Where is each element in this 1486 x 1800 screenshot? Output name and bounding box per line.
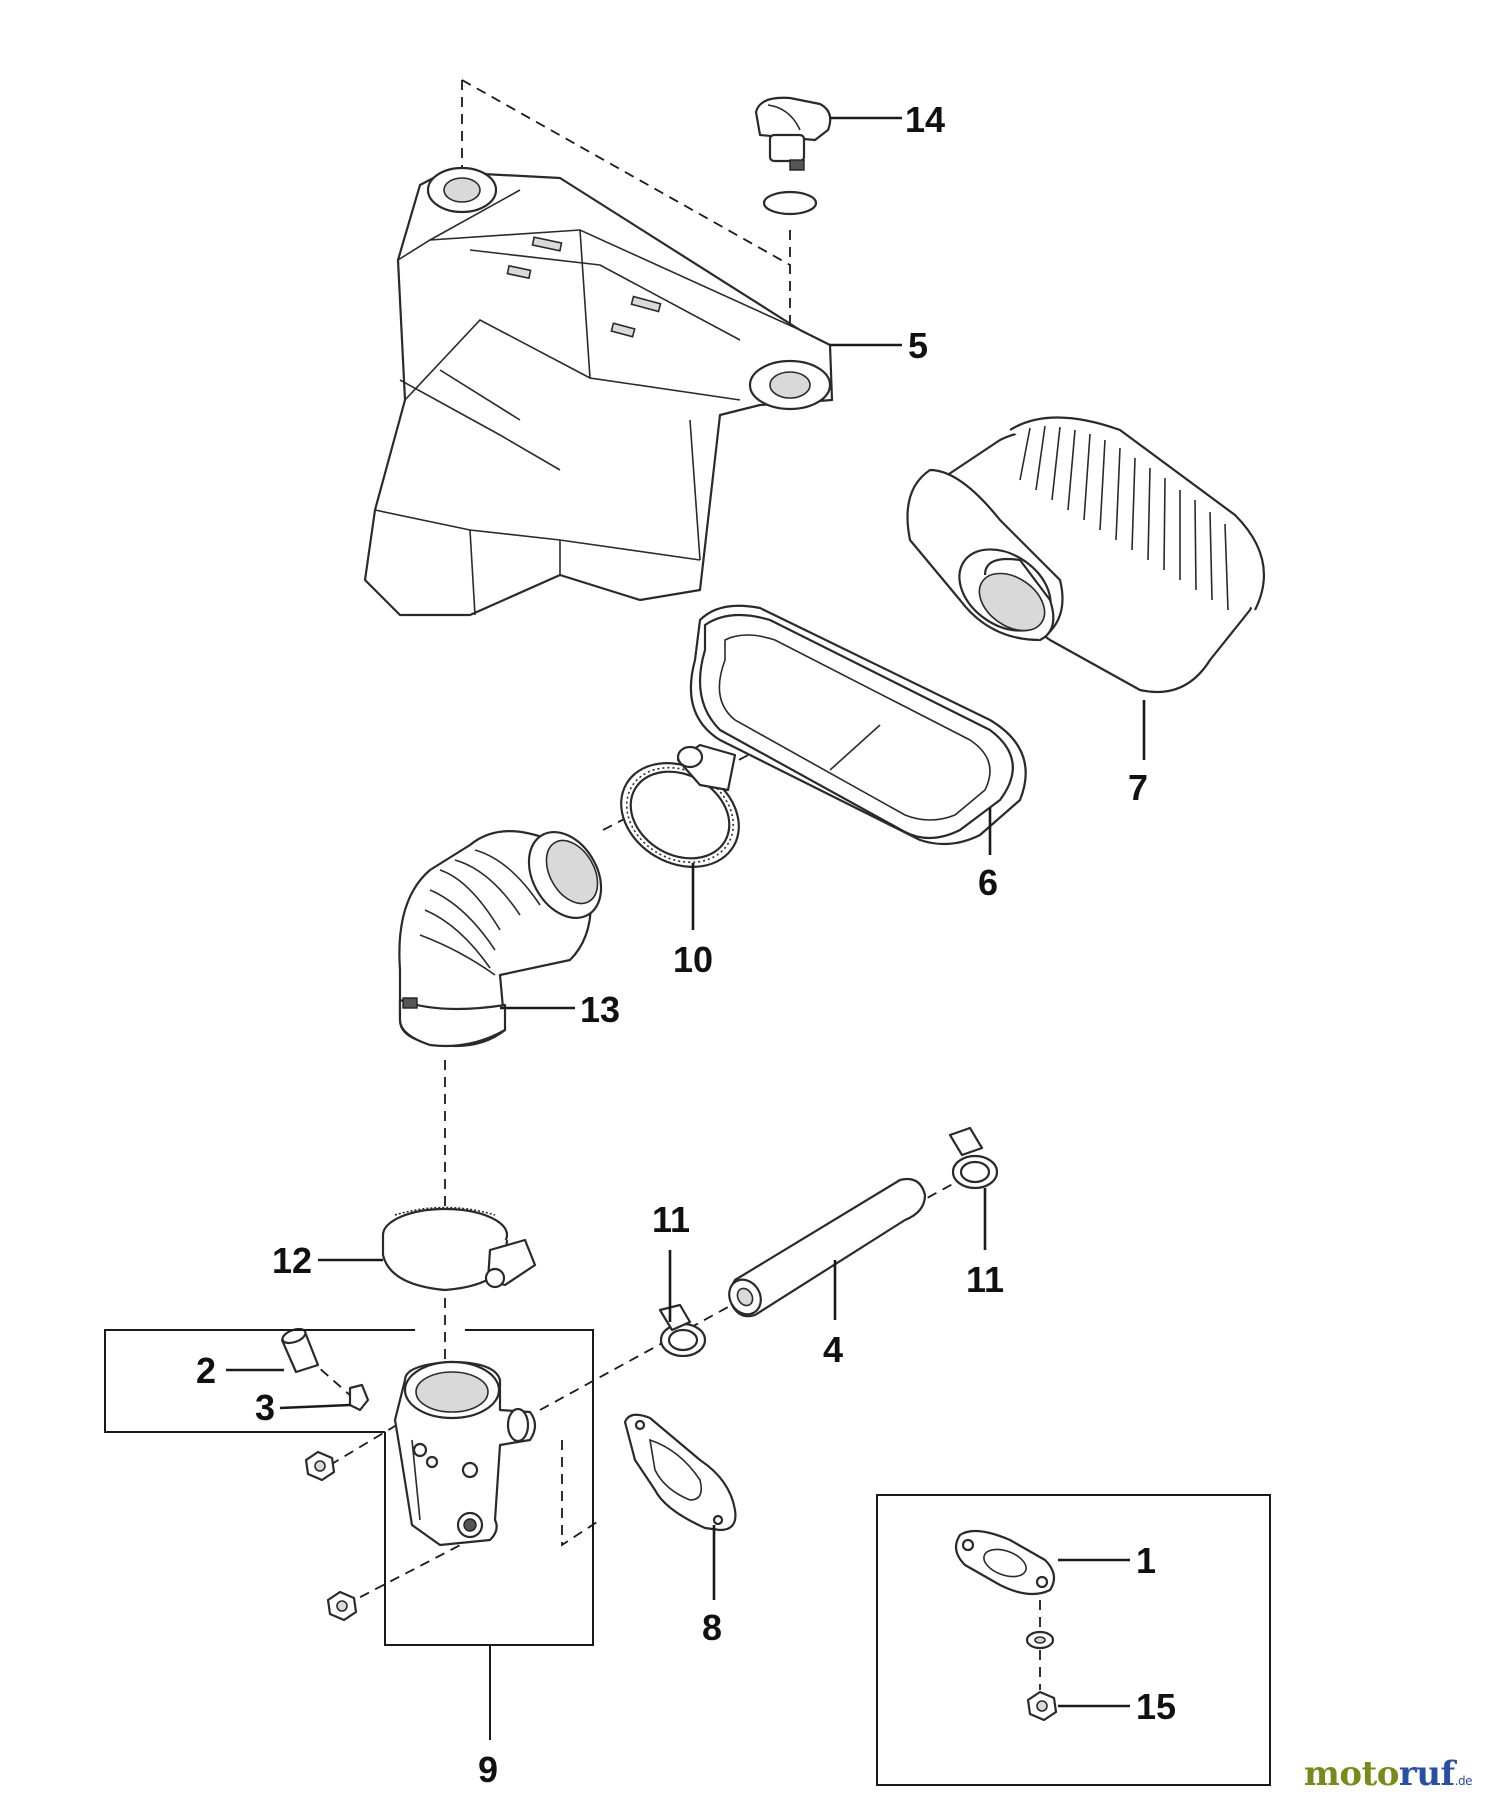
- callout-10: 10: [673, 939, 713, 980]
- small-clamp-part-11-right: [948, 1126, 999, 1190]
- callout-8: 8: [702, 1607, 722, 1648]
- inset-box: [876, 1494, 1271, 1786]
- callout-5: 5: [908, 325, 928, 366]
- callout-1: 1: [1136, 1540, 1156, 1581]
- gasket-part-8: [623, 1413, 737, 1532]
- nut-upper: [304, 1450, 336, 1482]
- callout-4: 4: [823, 1329, 843, 1370]
- inset-nut-part-15: [1026, 1690, 1058, 1722]
- hose-clamp-part-10: [620, 743, 740, 868]
- watermark-logo: motoruf.de: [1303, 1754, 1473, 1794]
- fuel-hose-part-4: [728, 1177, 927, 1318]
- small-clamp-part-11-left: [658, 1303, 707, 1358]
- air-cleaner-cover-part-5: [363, 166, 834, 617]
- callout-13: 13: [580, 989, 620, 1030]
- callout-15: 15: [1136, 1686, 1176, 1727]
- o-ring: [762, 190, 818, 216]
- bracket-part-9: [104, 1329, 594, 1740]
- callout-12: 12: [272, 1240, 312, 1281]
- callout-3: 3: [255, 1387, 275, 1428]
- inset-washer: [1025, 1630, 1055, 1650]
- watermark-part1: moto: [1303, 1754, 1400, 1794]
- callout-11-right: 11: [966, 1259, 1004, 1300]
- air-filter-element-part-7: [906, 416, 1266, 694]
- callout-labels: 14 5 7 6 10 13 11 11 12 4 2 3 8 9 1 15: [196, 99, 1176, 1790]
- callout-7: 7: [1128, 767, 1148, 808]
- pre-cleaner-part-6: [689, 604, 1027, 846]
- watermark-suffix: .de: [1454, 1774, 1473, 1788]
- watermark-part2: ruf: [1398, 1754, 1455, 1794]
- callout-9: 9: [478, 1749, 498, 1790]
- clip-part-3: [348, 1383, 370, 1412]
- pipe-part-2: [280, 1327, 320, 1374]
- intake-elbow-part-9: [393, 1360, 537, 1547]
- callout-6: 6: [978, 862, 998, 903]
- elbow-hose-part-13: [398, 830, 603, 1048]
- leader-lines: [226, 116, 1146, 1708]
- knob-part-14: [754, 96, 832, 171]
- callout-11-left: 11: [652, 1199, 690, 1240]
- inset-gasket-part-1: [954, 1529, 1056, 1596]
- callout-2: 2: [196, 1350, 216, 1391]
- nut-lower: [326, 1590, 358, 1622]
- callout-14: 14: [905, 99, 945, 140]
- hose-clamp-part-12: [381, 1206, 537, 1292]
